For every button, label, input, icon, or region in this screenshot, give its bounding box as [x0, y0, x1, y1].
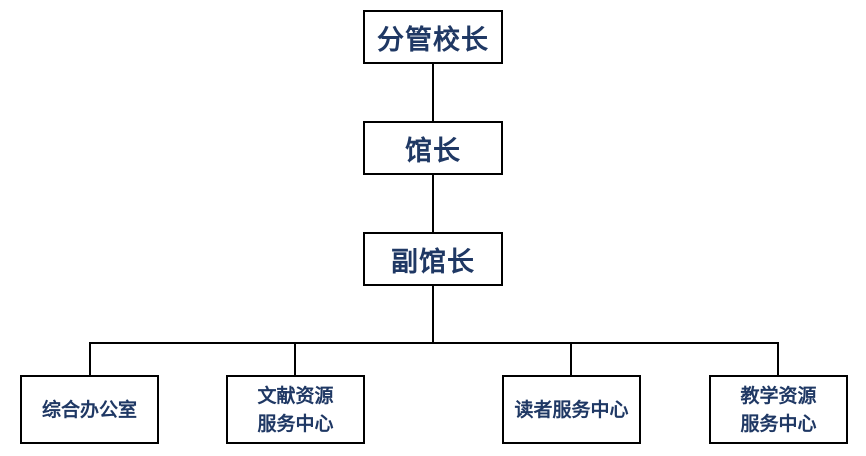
connector-director-deputy: [432, 174, 434, 232]
node-literature-resources-label: 文献资源 服务中心: [257, 384, 334, 435]
node-literature-resources: 文献资源 服务中心: [226, 375, 365, 444]
node-general-office-label: 综合办公室: [41, 398, 137, 421]
connector-bus-general-office: [89, 342, 91, 375]
connector-principal-director: [432, 63, 434, 121]
node-general-office: 综合办公室: [20, 375, 159, 444]
node-reader-services-label: 读者服务中心: [514, 398, 629, 421]
node-vice-principal: 分管校长: [363, 10, 503, 64]
node-director-label: 馆长: [405, 135, 461, 167]
node-reader-services: 读者服务中心: [502, 375, 641, 444]
connector-deputy-bus: [432, 285, 434, 344]
connector-horizontal-bus: [89, 342, 779, 344]
connector-bus-reader-services: [570, 342, 572, 375]
node-deputy-director-label: 副馆长: [391, 246, 475, 278]
connector-bus-teaching-resources: [777, 342, 779, 375]
node-deputy-director: 副馆长: [363, 232, 503, 286]
node-teaching-resources: 教学资源 服务中心: [709, 375, 848, 444]
node-teaching-resources-label: 教学资源 服务中心: [740, 384, 817, 435]
connector-bus-literature-resources: [294, 342, 296, 375]
node-director: 馆长: [363, 121, 503, 175]
node-vice-principal-label: 分管校长: [377, 24, 489, 56]
